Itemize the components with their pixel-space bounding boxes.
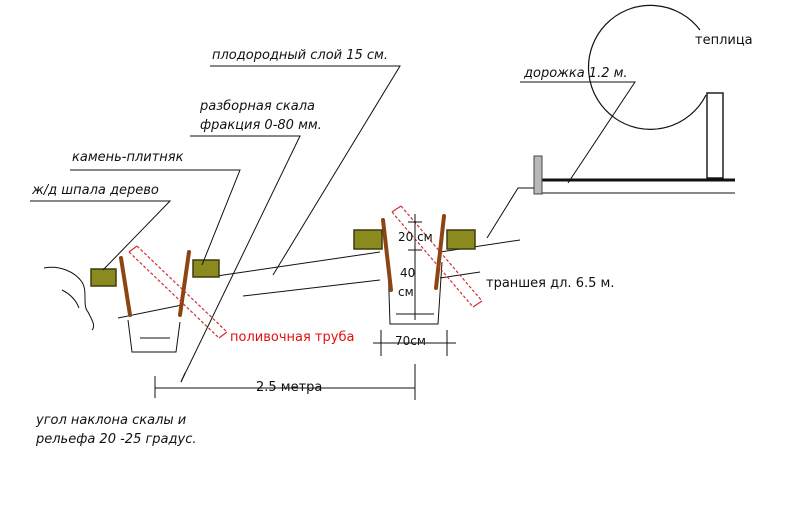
dimensions <box>154 214 456 400</box>
greenhouse <box>587 4 724 179</box>
terrain-slope-3 <box>439 239 521 253</box>
leader-path <box>520 81 636 184</box>
sleeper-2 <box>178 250 191 317</box>
leader-fertile-layer <box>210 65 401 276</box>
label-greenhouse: теплица <box>695 33 753 48</box>
label-flagstone: камень-плитняк <box>72 150 184 165</box>
label-crushed-rock-line2: фракция 0-80 мм. <box>200 118 322 133</box>
label-path: дорожка 1.2 м. <box>524 66 628 81</box>
sleeper-1 <box>119 256 132 317</box>
label-sleeper: ж/д шпала дерево <box>32 183 159 198</box>
pipe-2-end-b <box>472 300 483 308</box>
label-crushed-rock-line1: разборная скала <box>200 99 316 114</box>
leader-trench <box>486 187 534 239</box>
flagstone-4 <box>446 229 476 250</box>
label-fertile-layer: плодородный слой 15 см. <box>212 48 388 63</box>
label-dim-40: 40 <box>400 266 416 280</box>
leader-flagstone <box>70 169 241 266</box>
trench-1 <box>127 319 181 353</box>
label-slope-line1: угол наклона скалы и <box>36 413 187 428</box>
path-curb <box>533 155 543 195</box>
label-irrigation-pipe: поливочная труба <box>230 330 355 345</box>
label-dim-25: 2.5 метра <box>256 380 323 395</box>
label-trench: траншея дл. 6.5 м. <box>486 276 615 291</box>
path-structure <box>533 155 735 195</box>
label-slope-line2: рельефа 20 -25 градус. <box>36 432 197 447</box>
label-dim-40-unit: см <box>398 285 414 299</box>
terrain-slope-1 <box>209 251 381 278</box>
label-dim-20: 20 см <box>398 230 433 244</box>
leader-lines <box>30 65 636 383</box>
pipe-1-end-a <box>128 245 138 253</box>
pipe-ends <box>128 205 483 339</box>
terrain-rock-outline <box>43 266 95 331</box>
leader-crushed-rock <box>180 135 301 383</box>
trench-1-outline <box>127 319 181 353</box>
greenhouse-post <box>706 92 724 179</box>
leader-sleeper <box>30 200 172 271</box>
leader-slope <box>180 372 186 383</box>
irrigation-pipes <box>128 205 483 339</box>
sleeper-3 <box>381 218 393 292</box>
pipe-1 <box>128 245 228 339</box>
flagstone-1 <box>90 268 117 287</box>
greenhouse-arc <box>587 4 707 130</box>
flagstone-2 <box>192 259 220 278</box>
pipe-2-end-a <box>391 205 402 213</box>
label-dim-70: 70см <box>395 334 426 348</box>
terrain-rock-inner <box>61 289 80 309</box>
trench-2-outline <box>387 261 443 325</box>
sleepers <box>119 214 446 317</box>
flagstone-3 <box>353 229 383 250</box>
terrain-slope-2 <box>242 279 381 297</box>
pipe-1-end-b <box>218 331 228 339</box>
